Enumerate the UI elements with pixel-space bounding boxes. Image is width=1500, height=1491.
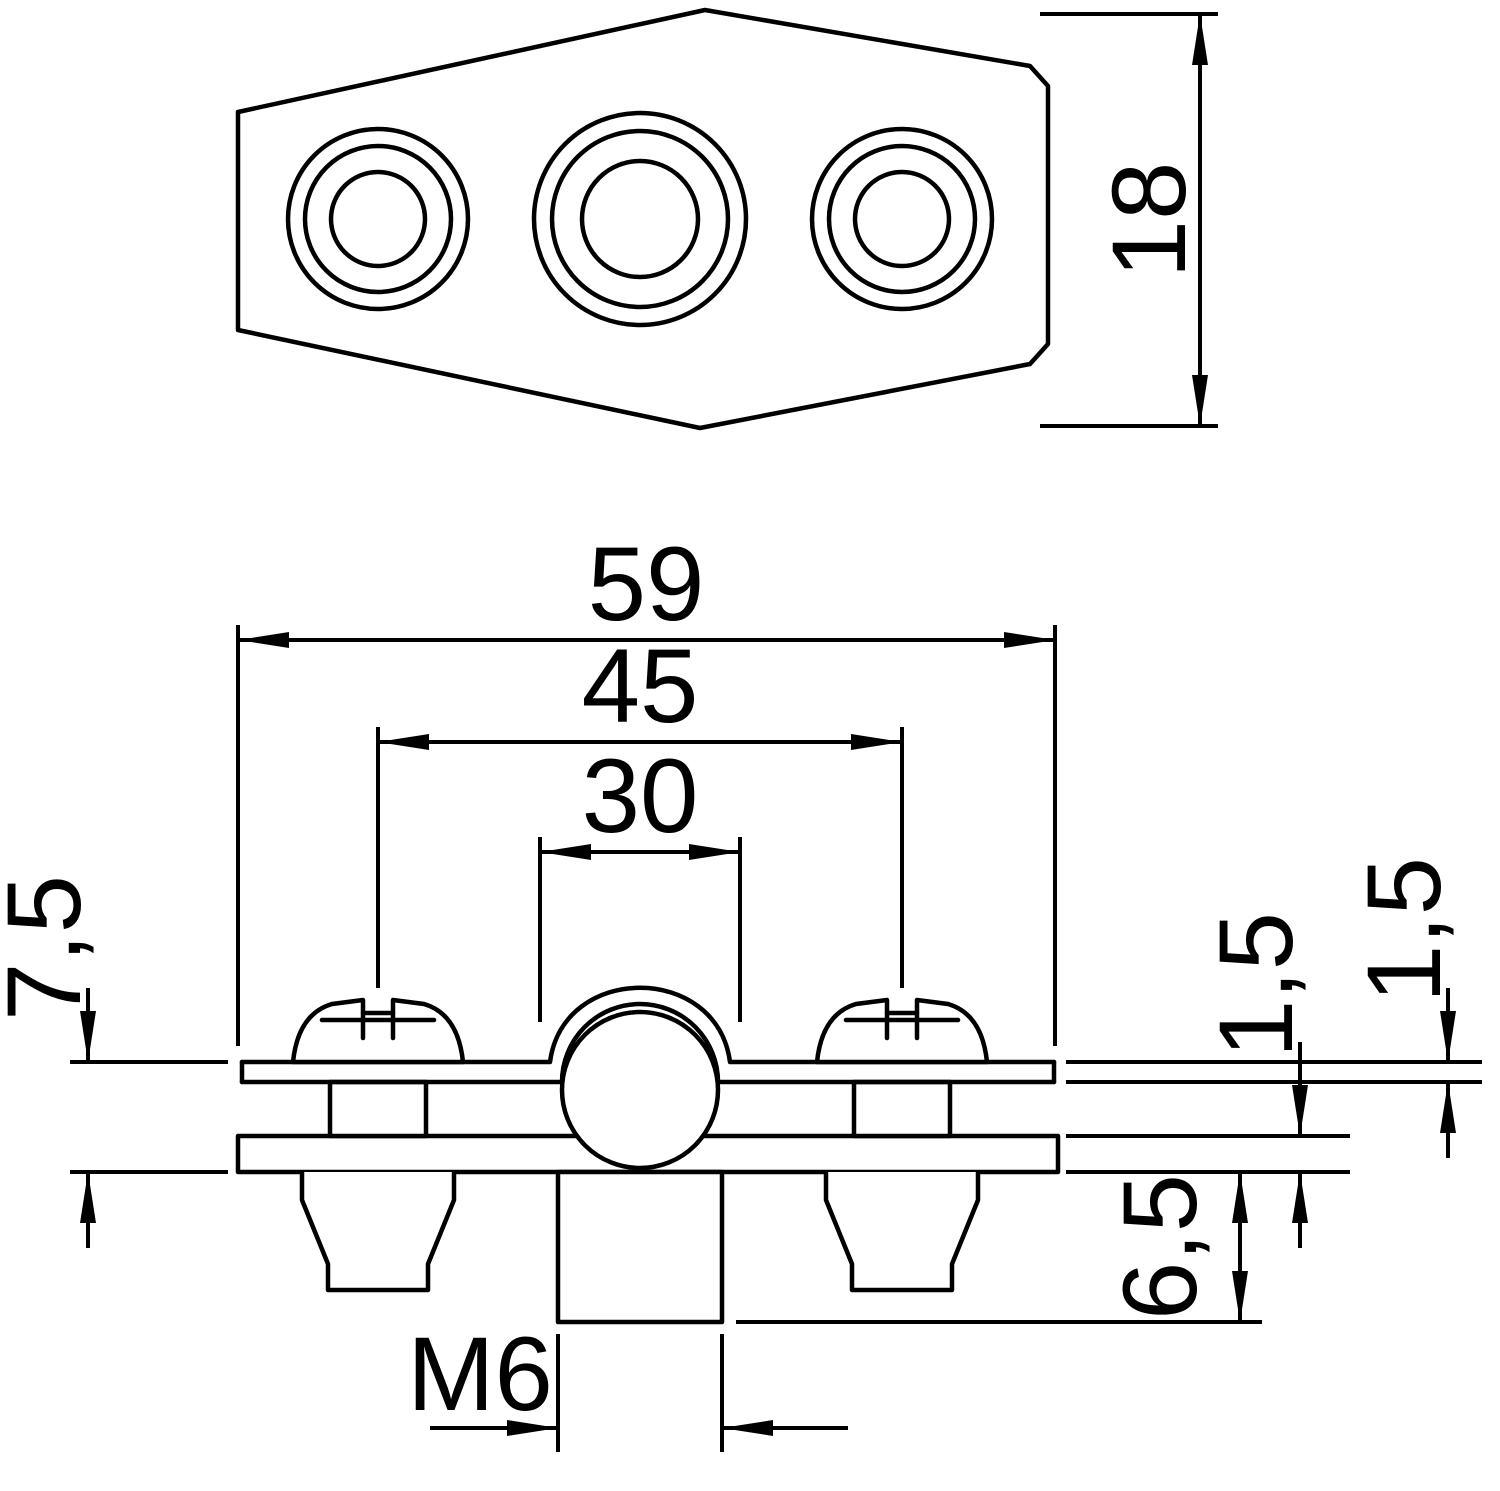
hole-circle: [302, 143, 454, 295]
clamped-rod: [559, 1009, 721, 1171]
dim-label-7-5: 7,5: [0, 875, 103, 1021]
dimension-7-5: 7,5: [0, 875, 228, 1248]
dimension-30: 30: [538, 738, 742, 1022]
dim-label-m6: M6: [407, 1316, 553, 1433]
dim-label-30: 30: [582, 738, 699, 855]
dim-label-45: 45: [582, 628, 699, 745]
top-view: 18: [235, 7, 1218, 431]
left-screw: [290, 997, 466, 1065]
dimension-1-5-strap: 1,5: [1066, 857, 1482, 1158]
hole-circle: [285, 126, 471, 312]
dim-label-1-5-plate: 1,5: [1198, 912, 1315, 1058]
top-view-plate-outline: [235, 7, 1051, 431]
hole-circle: [826, 143, 978, 295]
hole-circle: [579, 158, 701, 280]
dim-label-1-5-strap: 1,5: [1346, 857, 1463, 1003]
strap-bottom-line: [239, 1001, 1057, 1085]
hole-circle: [531, 110, 749, 328]
dimension-59: 59: [236, 526, 1057, 1046]
front-view: 59 45 30 7,5 1: [0, 526, 1482, 1452]
screw-head: [290, 997, 466, 1065]
hole-circle: [328, 169, 428, 269]
right-spacer-foot: [823, 1172, 981, 1293]
dimension-m6: M6: [407, 1316, 848, 1452]
strap-top-line: [239, 985, 1057, 1065]
hole-circle: [549, 128, 731, 310]
left-spacer-foot: [299, 1172, 457, 1293]
dimension-1-5-plate: 1,5: [1066, 912, 1350, 1248]
dim-label-59: 59: [588, 526, 705, 643]
hole-circle: [852, 169, 952, 269]
hole-circle: [809, 126, 995, 312]
dimension-18: 18: [1040, 12, 1218, 428]
dim-label-18: 18: [1091, 162, 1208, 279]
top-view-left-hole: [285, 126, 471, 312]
screw-head: [814, 997, 990, 1065]
top-view-center-hole: [531, 110, 749, 328]
threaded-stud: [555, 1169, 725, 1325]
dimension-6-5: 6,5: [736, 1172, 1262, 1324]
dim-label-6-5: 6,5: [1102, 1174, 1219, 1320]
right-screw: [814, 997, 990, 1065]
right-washer: [851, 1079, 953, 1139]
left-washer: [327, 1079, 429, 1139]
top-view-right-hole: [809, 126, 995, 312]
dimension-45: 45: [376, 628, 904, 988]
